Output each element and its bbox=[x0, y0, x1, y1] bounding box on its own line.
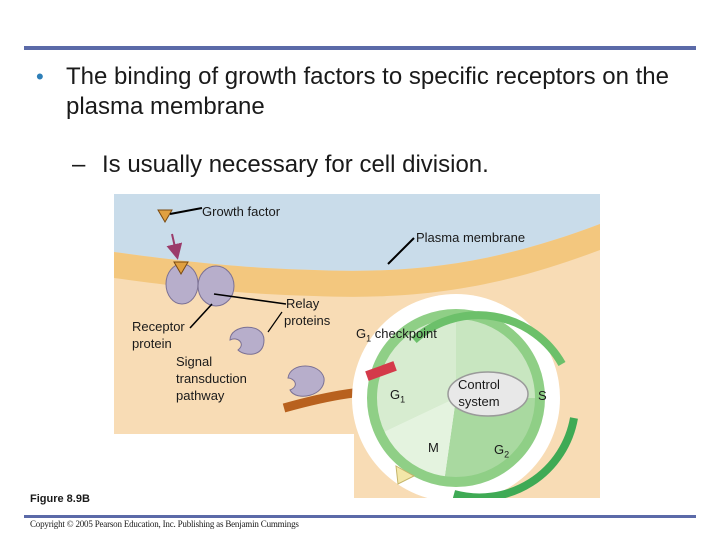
label-plasma-membrane: Plasma membrane bbox=[416, 230, 526, 245]
label-pathway: pathway bbox=[176, 388, 225, 403]
plasma-membrane-band bbox=[114, 224, 600, 297]
relay-protein-1 bbox=[229, 326, 265, 355]
copyright-text: Copyright © 2005 Pearson Education, Inc.… bbox=[30, 519, 299, 529]
bound-growth-factor-icon bbox=[173, 261, 189, 275]
binding-arrow-icon bbox=[166, 233, 183, 260]
extracellular-space bbox=[114, 194, 600, 271]
label-proteins: proteins bbox=[284, 313, 331, 328]
label-signal: Signal bbox=[176, 354, 213, 369]
top-rule bbox=[24, 46, 696, 50]
bullet-dot-icon: • bbox=[36, 64, 44, 89]
growth-factor-pointer bbox=[169, 207, 203, 215]
label-control: Control bbox=[458, 377, 500, 392]
sub-bullet-text: Is usually necessary for cell division. bbox=[102, 151, 489, 178]
label-growth-factor: Growth factor bbox=[202, 204, 281, 219]
m-arrow-icon bbox=[395, 465, 416, 485]
label-s-phase: S bbox=[538, 388, 547, 403]
label-g1-checkpoint: G1 checkpoint bbox=[356, 326, 437, 344]
cell-signaling-figure: Growth factor Plasma membrane Relay prot… bbox=[114, 194, 600, 502]
cycle-arrow-bottom bbox=[452, 417, 578, 502]
label-receptor: Receptor bbox=[132, 319, 185, 334]
g2-sector bbox=[444, 398, 541, 483]
label-g1-phase: G1 bbox=[390, 387, 406, 405]
growth-factor-icon bbox=[157, 209, 173, 223]
figure-illustration bbox=[114, 194, 600, 502]
dash-icon: – bbox=[72, 151, 86, 178]
receptor-protein-right bbox=[197, 265, 235, 307]
label-g2-phase: G2 bbox=[494, 442, 510, 460]
figure-caption: Figure 8.9B bbox=[30, 493, 90, 505]
checkpoint-bar-icon bbox=[365, 361, 397, 381]
relay-protein-2 bbox=[287, 365, 325, 397]
sub-bullet: –Is usually necessary for cell division. bbox=[72, 150, 692, 180]
label-m-phase: M bbox=[428, 440, 439, 455]
bottom-rule bbox=[24, 515, 696, 518]
control-system-hub bbox=[447, 371, 529, 417]
figure-blank-corner bbox=[114, 434, 354, 498]
label-relay: Relay bbox=[286, 296, 320, 311]
bullet-text: The binding of growth factors to specifi… bbox=[66, 63, 669, 120]
receptor-pointer-line bbox=[189, 303, 213, 329]
cycle-arrow-top bbox=[411, 311, 566, 366]
relay-pointer-line bbox=[213, 293, 287, 305]
cell-cycle-diagram bbox=[352, 294, 578, 502]
relay-protein-pointer bbox=[267, 311, 283, 333]
label-protein: protein bbox=[132, 336, 172, 351]
bullet-point: • The binding of growth factors to speci… bbox=[36, 62, 696, 122]
label-system: system bbox=[458, 394, 500, 409]
label-transduction: transduction bbox=[176, 371, 247, 386]
membrane-pointer bbox=[387, 237, 415, 265]
m-sector bbox=[380, 398, 456, 482]
